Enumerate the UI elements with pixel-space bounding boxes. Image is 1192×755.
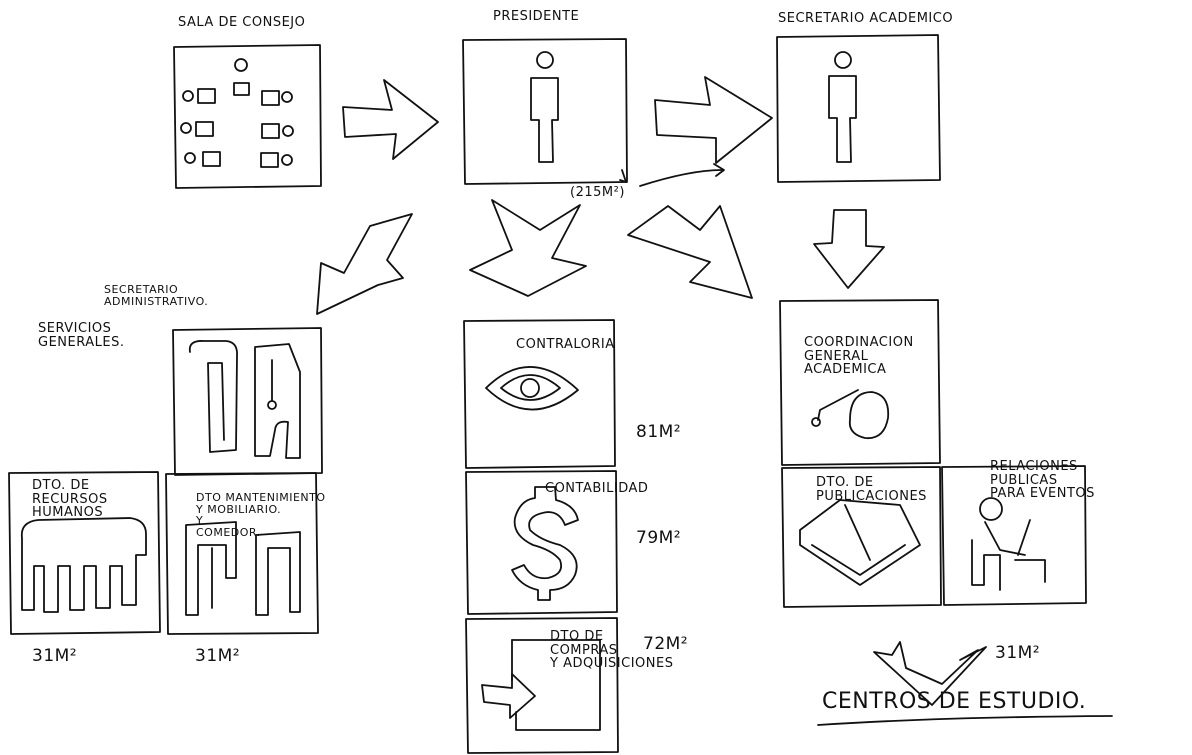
label-secretario-academico: SECRETARIO ACADEMICO [778, 11, 954, 26]
label-contabilidad-area: 79M² [636, 528, 682, 548]
label-contraloria: CONTRALORIA [516, 337, 615, 352]
label-presidente: PRESIDENTE [493, 9, 580, 24]
connector-curve [639, 169, 723, 187]
box-compras [465, 617, 619, 754]
box-secretario-academico [776, 34, 941, 183]
person-icon [530, 51, 559, 163]
label-compras-area: 72M² [643, 634, 689, 654]
arrow-right-1 [342, 79, 439, 160]
box-secretario-administrativo [172, 327, 323, 476]
label-contabilidad: CONTABILIDAD [545, 481, 649, 496]
label-compras: DTO DE COMPRAS Y ADQUISICIONES [550, 629, 674, 672]
arrow-down-right [813, 209, 885, 289]
council-table-icon [180, 58, 294, 168]
box-arrow-icon [481, 639, 601, 731]
underline-centros [817, 715, 1113, 726]
label-secretario-administrativo: SECRETARIO ADMINISTRATIVO. [104, 283, 209, 308]
box-presidente [462, 38, 628, 185]
book-icon [799, 499, 921, 586]
paper-clip-icon [188, 340, 238, 453]
dollar-icon [511, 486, 579, 601]
label-presidente-area: (215M²) [570, 185, 625, 200]
label-recursos-humanos: DTO. DE RECURSOS HUMANOS [32, 478, 108, 521]
arrow-right-2 [654, 76, 773, 164]
box-contraloria [463, 319, 616, 469]
label-sala-consejo: SALA DE CONSEJO [178, 15, 306, 30]
label-relaciones-publicas: RELACIONES PUBLICAS PARA EVENTOS [990, 459, 1095, 502]
label-contraloria-area: 81M² [636, 422, 682, 442]
box-mantenimiento [165, 472, 319, 635]
arrow-down-bottom [873, 641, 987, 706]
eye-icon [485, 366, 579, 411]
arrow-down-center [469, 199, 587, 297]
label-coordinacion: COORDINACION GENERAL ACADEMICA [804, 335, 914, 378]
pen-nib-icon [254, 343, 301, 459]
group-people-icon [20, 517, 147, 613]
box-contabilidad [465, 470, 618, 615]
label-mantenimiento-area: 31M² [195, 646, 241, 666]
label-servicios-generales: SERVICIOS GENERALES. [38, 321, 125, 350]
arrow-diag-left [316, 213, 413, 315]
box-publicaciones [781, 466, 942, 608]
person-icon [828, 51, 857, 163]
label-recursos-humanos-area: 31M² [32, 646, 78, 666]
chair-icon [185, 521, 301, 616]
box-relaciones [941, 465, 1087, 606]
label-publicaciones: DTO. DE PUBLICACIONES [816, 475, 927, 504]
writer-icon [971, 497, 1046, 591]
arrow-diag-right [627, 205, 753, 299]
box-sala-consejo [173, 44, 322, 189]
box-coordinacion [779, 299, 941, 466]
label-relaciones-area: 31M² [995, 643, 1041, 663]
label-mantenimiento: DTO MANTENIMIENTO Y MOBILIARIO. Y COMEDO… [196, 491, 326, 539]
box-recursos-humanos [8, 471, 161, 635]
globe-pen-icon [811, 389, 890, 440]
label-centros-estudio: CENTROS DE ESTUDIO. [822, 689, 1087, 714]
